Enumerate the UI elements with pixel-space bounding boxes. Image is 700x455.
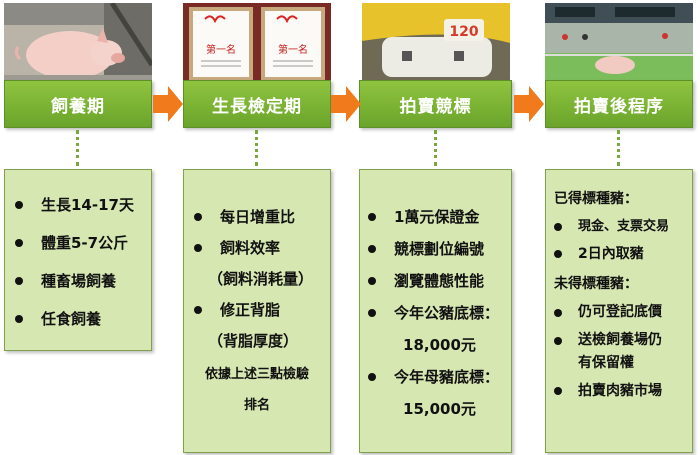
list-item: 今年公豬底標： bbox=[368, 304, 511, 322]
list-item: 1萬元保證金 bbox=[368, 208, 511, 226]
stage-details-2: 每日增重比 飼料效率 （飼料消耗量） 修正背脂 （背脂厚度） 依據上述三點檢驗 … bbox=[183, 169, 331, 453]
list-item: 現金、支票交易 bbox=[554, 219, 692, 235]
list-item: 飼料效率 bbox=[194, 239, 330, 257]
list-item: 仍可登記底價 bbox=[554, 304, 692, 321]
stage-header-4: 拍賣後程序 bbox=[545, 80, 693, 128]
auction-arena-photo bbox=[545, 3, 693, 83]
section-heading: 未得標種豬： bbox=[554, 276, 638, 293]
list-item: （背脂厚度） bbox=[208, 332, 299, 350]
connector-2 bbox=[255, 130, 258, 166]
stage-details-1: 生長14-17天 體重5-7公斤 種畜場飼養 任食飼養 bbox=[4, 169, 152, 351]
stage-details-4: 已得標種豬： 現金、支票交易 2日內取豬 未得標種豬： 仍可登記底價 送檢飼養場… bbox=[545, 169, 693, 453]
certificate-left-text: 第一名 bbox=[206, 43, 236, 56]
section-heading: 已得標種豬： bbox=[554, 191, 638, 207]
bid-tag-120-photo: 120 bbox=[362, 3, 510, 83]
list-item: 每日增重比 bbox=[194, 208, 330, 226]
note-line: 依據上述三點檢驗 bbox=[204, 367, 309, 382]
list-item: 生長14-17天 bbox=[15, 196, 151, 214]
ear-tag-number: 120 bbox=[449, 24, 478, 40]
connector-4 bbox=[617, 130, 620, 166]
right-arrow-icon bbox=[331, 86, 361, 122]
list-item: 體重5-7公斤 bbox=[15, 234, 151, 252]
list-item: 18,000元 bbox=[403, 336, 476, 354]
list-item: 2日內取豬 bbox=[554, 246, 692, 263]
note-line: 排名 bbox=[243, 398, 270, 413]
pig-in-pen-photo bbox=[4, 3, 152, 83]
list-item: 有保留權 bbox=[578, 354, 634, 371]
list-item: 種畜場飼養 bbox=[15, 272, 151, 290]
stage-header-2: 生長檢定期 bbox=[183, 80, 331, 128]
list-item: 瀏覽體態性能 bbox=[368, 272, 511, 290]
right-arrow-icon bbox=[514, 86, 544, 122]
stage-details-3: 1萬元保證金 競標劃位編號 瀏覽體態性能 今年公豬底標： 18,000元 今年母… bbox=[359, 169, 512, 453]
connector-3 bbox=[434, 130, 437, 166]
list-item: 拍賣肉豬市場 bbox=[554, 383, 692, 400]
right-arrow-icon bbox=[153, 86, 183, 122]
list-item: 修正背脂 bbox=[194, 301, 330, 319]
list-item: （飼料消耗量） bbox=[208, 270, 314, 288]
stage-header-3: 拍賣競標 bbox=[359, 80, 512, 128]
list-item: 送檢飼養場仍 bbox=[554, 332, 692, 349]
list-item: 15,000元 bbox=[403, 400, 476, 418]
list-item: 今年母豬底標： bbox=[368, 368, 511, 386]
certificate-right-text: 第一名 bbox=[278, 43, 308, 56]
list-item: 任食飼養 bbox=[15, 310, 151, 328]
stage-header-1: 飼養期 bbox=[4, 80, 152, 128]
connector-1 bbox=[76, 130, 79, 166]
list-item: 競標劃位編號 bbox=[368, 240, 511, 258]
certificates-photo: 第一名 第一名 bbox=[183, 3, 331, 83]
